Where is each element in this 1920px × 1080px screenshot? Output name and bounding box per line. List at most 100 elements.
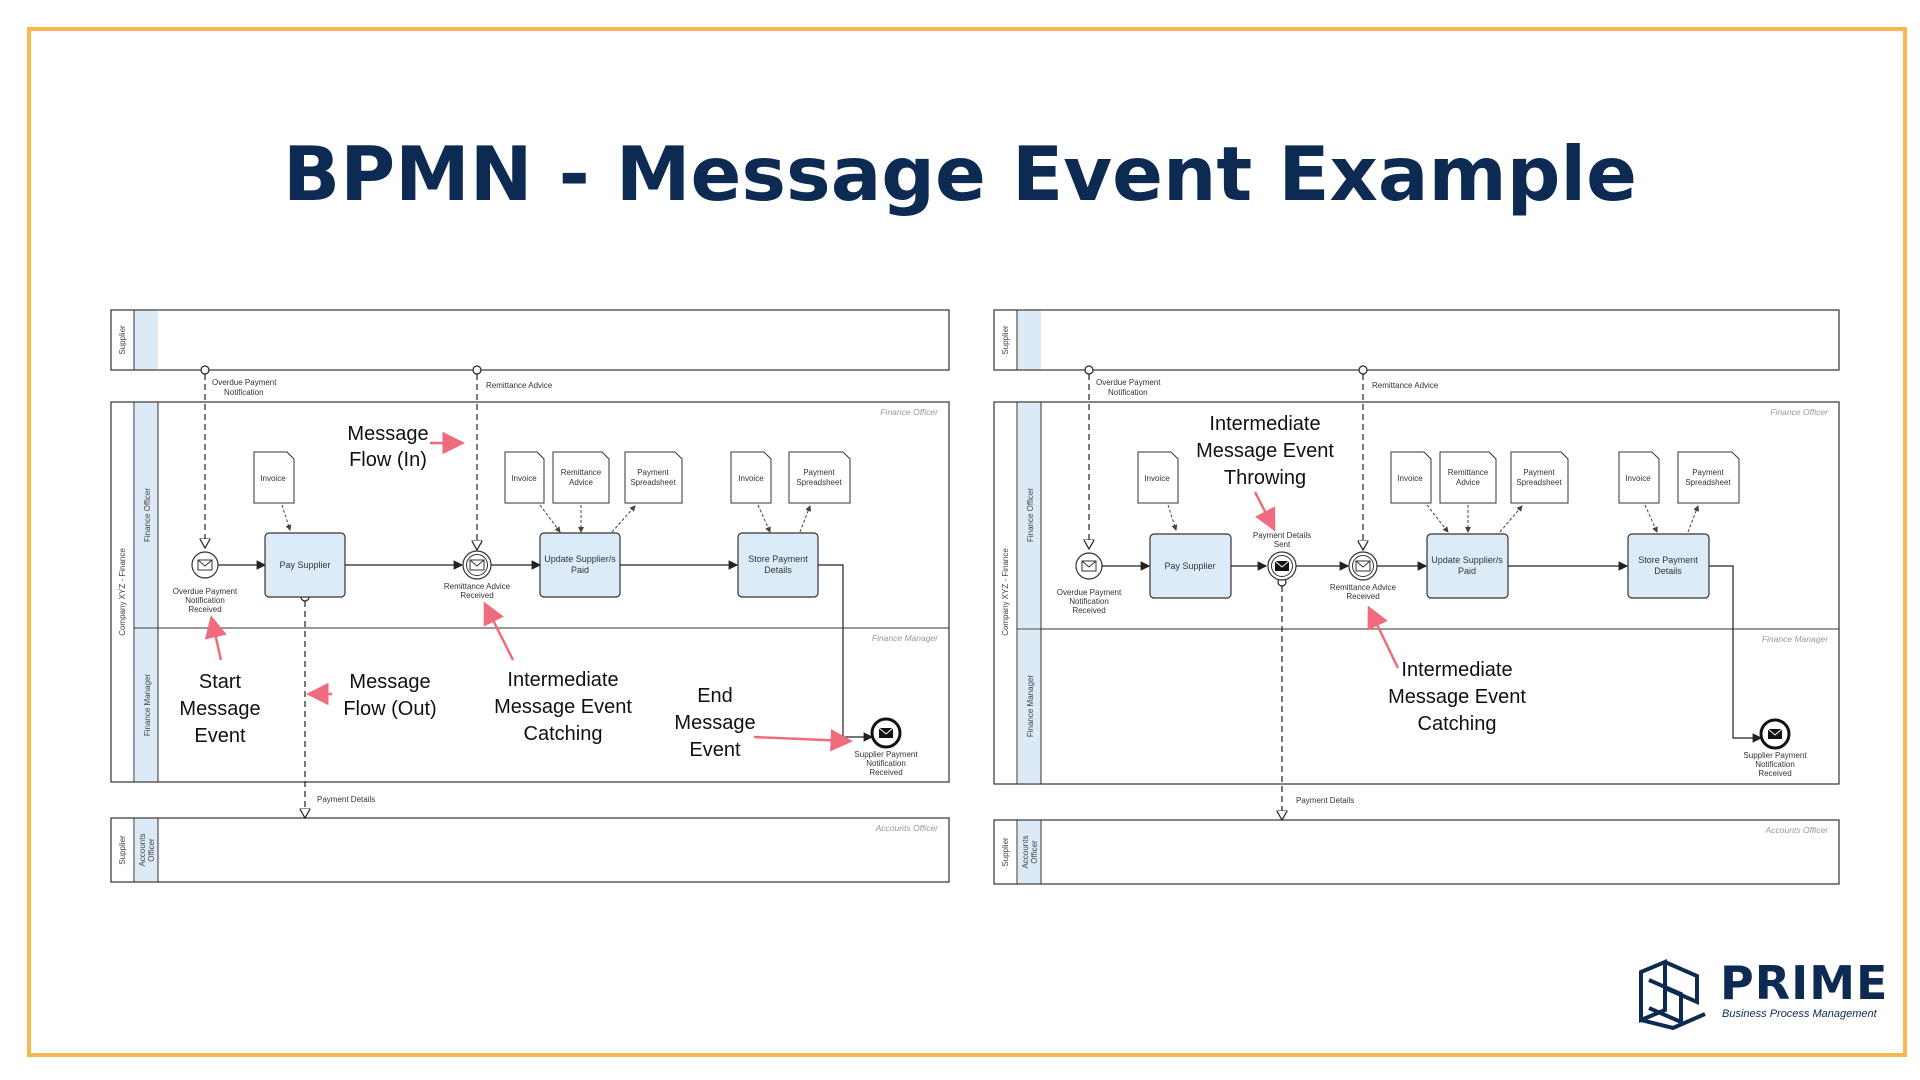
doc-label: Payment: [637, 468, 669, 477]
doc-label: Invoice: [738, 474, 764, 483]
right-doc-invoice-3: Invoice: [1618, 451, 1660, 533]
ann-throw-2: Message Event: [1196, 440, 1334, 462]
event-label: Sent: [1274, 540, 1291, 549]
right-flow-remittance-label: Remittance Advice: [1372, 381, 1439, 390]
right-finance-officer-lane: Finance Officer: [1026, 488, 1035, 542]
ann-throw-3: Throwing: [1224, 467, 1306, 489]
ann-catch-right-3: Catching: [1418, 713, 1497, 735]
left-doc-remittance: Remittance Advice: [552, 451, 610, 533]
right-accounts-label-2: Officer: [1030, 840, 1039, 864]
ann-arrow: [1253, 491, 1276, 532]
left-accounts-officer-role: Accounts Officer: [875, 823, 940, 833]
doc-label: Advice: [569, 478, 594, 487]
left-diagram: Supplier Company XYZ - Finance Finance O…: [110, 309, 950, 883]
right-annotations: Intermediate Message Event Throwing Inte…: [1196, 413, 1526, 735]
right-task-store-payment: Store Payment Details: [1627, 533, 1710, 599]
left-finance-officer-role: Finance Officer: [880, 407, 939, 417]
task-label: Details: [1654, 566, 1682, 576]
ann-start-1: Start: [199, 671, 242, 693]
ann-arrow: [204, 615, 227, 661]
left-accounts-label-2: Officer: [147, 838, 156, 862]
doc-label: Invoice: [1397, 474, 1423, 483]
ann-catch-2: Message Event: [494, 696, 632, 718]
prime-logo-icon: [1639, 959, 1706, 1031]
left-company-label: Company XYZ - Finance: [118, 548, 127, 636]
ann-arrow: [1367, 605, 1400, 669]
ann-flow-out-1: Message: [349, 671, 430, 693]
right-diagram: Supplier Company XYZ - Finance Finance O…: [993, 309, 1840, 885]
right-accounts-officer-role: Accounts Officer: [1765, 825, 1830, 835]
task-label: Paid: [1458, 566, 1476, 576]
left-finance-officer-lane: Finance Officer: [143, 488, 152, 542]
slide-title: BPMN - Message Event Example: [283, 130, 1637, 218]
left-doc-spreadsheet-1: Payment Spreadsheet: [611, 451, 683, 533]
ann-catch-right-1: Intermediate: [1401, 659, 1512, 681]
event-label: Remittance Advice: [444, 582, 511, 591]
right-doc-invoice-1: Invoice: [1137, 451, 1179, 531]
doc-label: Spreadsheet: [796, 478, 842, 487]
right-flow-overdue-label: Overdue Payment: [1096, 378, 1161, 387]
prime-logo: PRIME Business Process Management: [1635, 956, 1889, 1031]
left-bottom-supplier-label: Supplier: [118, 835, 127, 865]
task-label: Details: [764, 565, 792, 575]
right-doc-remittance: Remittance Advice: [1439, 451, 1497, 533]
logo-wordmark: PRIME: [1720, 956, 1889, 1010]
right-finance-manager-role: Finance Manager: [1762, 634, 1829, 644]
left-annotations: Message Flow (In) Start Message Event Me…: [179, 423, 853, 761]
left-doc-spreadsheet-2: Payment Spreadsheet: [788, 451, 851, 533]
left-pool-supplier-bottom: Supplier Accounts Officer Accounts Offic…: [110, 817, 950, 883]
ann-end-1: End: [697, 685, 733, 707]
right-finance-officer-role: Finance Officer: [1770, 407, 1829, 417]
ann-flow-out-2: Flow (Out): [343, 698, 436, 720]
left-documents: Invoice Invoice Remittance Advice Paymen…: [253, 451, 851, 533]
left-flow-overdue-label-2: Notification: [224, 388, 264, 397]
event-label: Notification: [866, 759, 906, 768]
left-seq-flow-5: [818, 564, 874, 742]
event-label: Overdue Payment: [173, 587, 238, 596]
right-bottom-supplier-label: Supplier: [1001, 837, 1010, 867]
doc-label: Invoice: [1144, 474, 1170, 483]
doc-label: Remittance: [1448, 468, 1489, 477]
doc-label: Spreadsheet: [630, 478, 676, 487]
right-catch-message-event: Remittance Advice Received: [1330, 551, 1397, 601]
right-end-message-event: Supplier Payment Notification Received: [1743, 718, 1807, 778]
right-doc-invoice-2: Invoice: [1390, 451, 1449, 533]
right-accounts-label-1: Accounts: [1021, 836, 1030, 869]
task-label: Pay Supplier: [279, 560, 330, 570]
left-finance-manager-role: Finance Manager: [872, 633, 939, 643]
right-documents: Invoice Invoice Remittance Advice Paymen…: [1137, 451, 1740, 533]
event-label: Received: [869, 768, 902, 777]
left-accounts-label-1: Accounts: [138, 834, 147, 867]
ann-start-2: Message: [179, 698, 260, 720]
doc-label: Invoice: [1625, 474, 1651, 483]
doc-label: Payment: [1523, 468, 1555, 477]
left-catch-message-event: Remittance Advice Received: [444, 550, 511, 600]
task-label: Store Payment: [1638, 555, 1698, 565]
doc-label: Spreadsheet: [1685, 478, 1731, 487]
ann-flow-in-2: Flow (In): [349, 449, 427, 471]
event-label: Received: [188, 605, 221, 614]
right-supplier-label: Supplier: [1001, 325, 1010, 355]
ann-arrow: [753, 729, 853, 752]
right-pool-supplier-bottom: Supplier Accounts Officer Accounts Offic…: [993, 819, 1840, 885]
doc-label: Invoice: [511, 474, 537, 483]
event-label: Supplier Payment: [1743, 751, 1807, 760]
left-start-message-event: Overdue Payment Notification Received: [173, 551, 238, 614]
doc-label: Invoice: [260, 474, 286, 483]
doc-label: Advice: [1456, 478, 1481, 487]
doc-label: Payment: [1692, 468, 1724, 477]
logo-subtitle: Business Process Management: [1722, 1008, 1877, 1020]
right-doc-spreadsheet-1: Payment Spreadsheet: [1499, 451, 1569, 533]
event-label: Payment Details: [1253, 531, 1311, 540]
left-pool-supplier-top: Supplier: [110, 309, 950, 371]
task-label: Store Payment: [748, 554, 808, 564]
task-label: Update Supplier/s: [1431, 555, 1503, 565]
event-label: Supplier Payment: [854, 750, 918, 759]
ann-catch-1: Intermediate: [507, 669, 618, 691]
event-label: Received: [460, 591, 493, 600]
task-label: Paid: [571, 565, 589, 575]
event-label: Notification: [185, 596, 225, 605]
left-flow-remittance-label: Remittance Advice: [486, 381, 553, 390]
left-doc-invoice-2: Invoice: [504, 451, 561, 533]
